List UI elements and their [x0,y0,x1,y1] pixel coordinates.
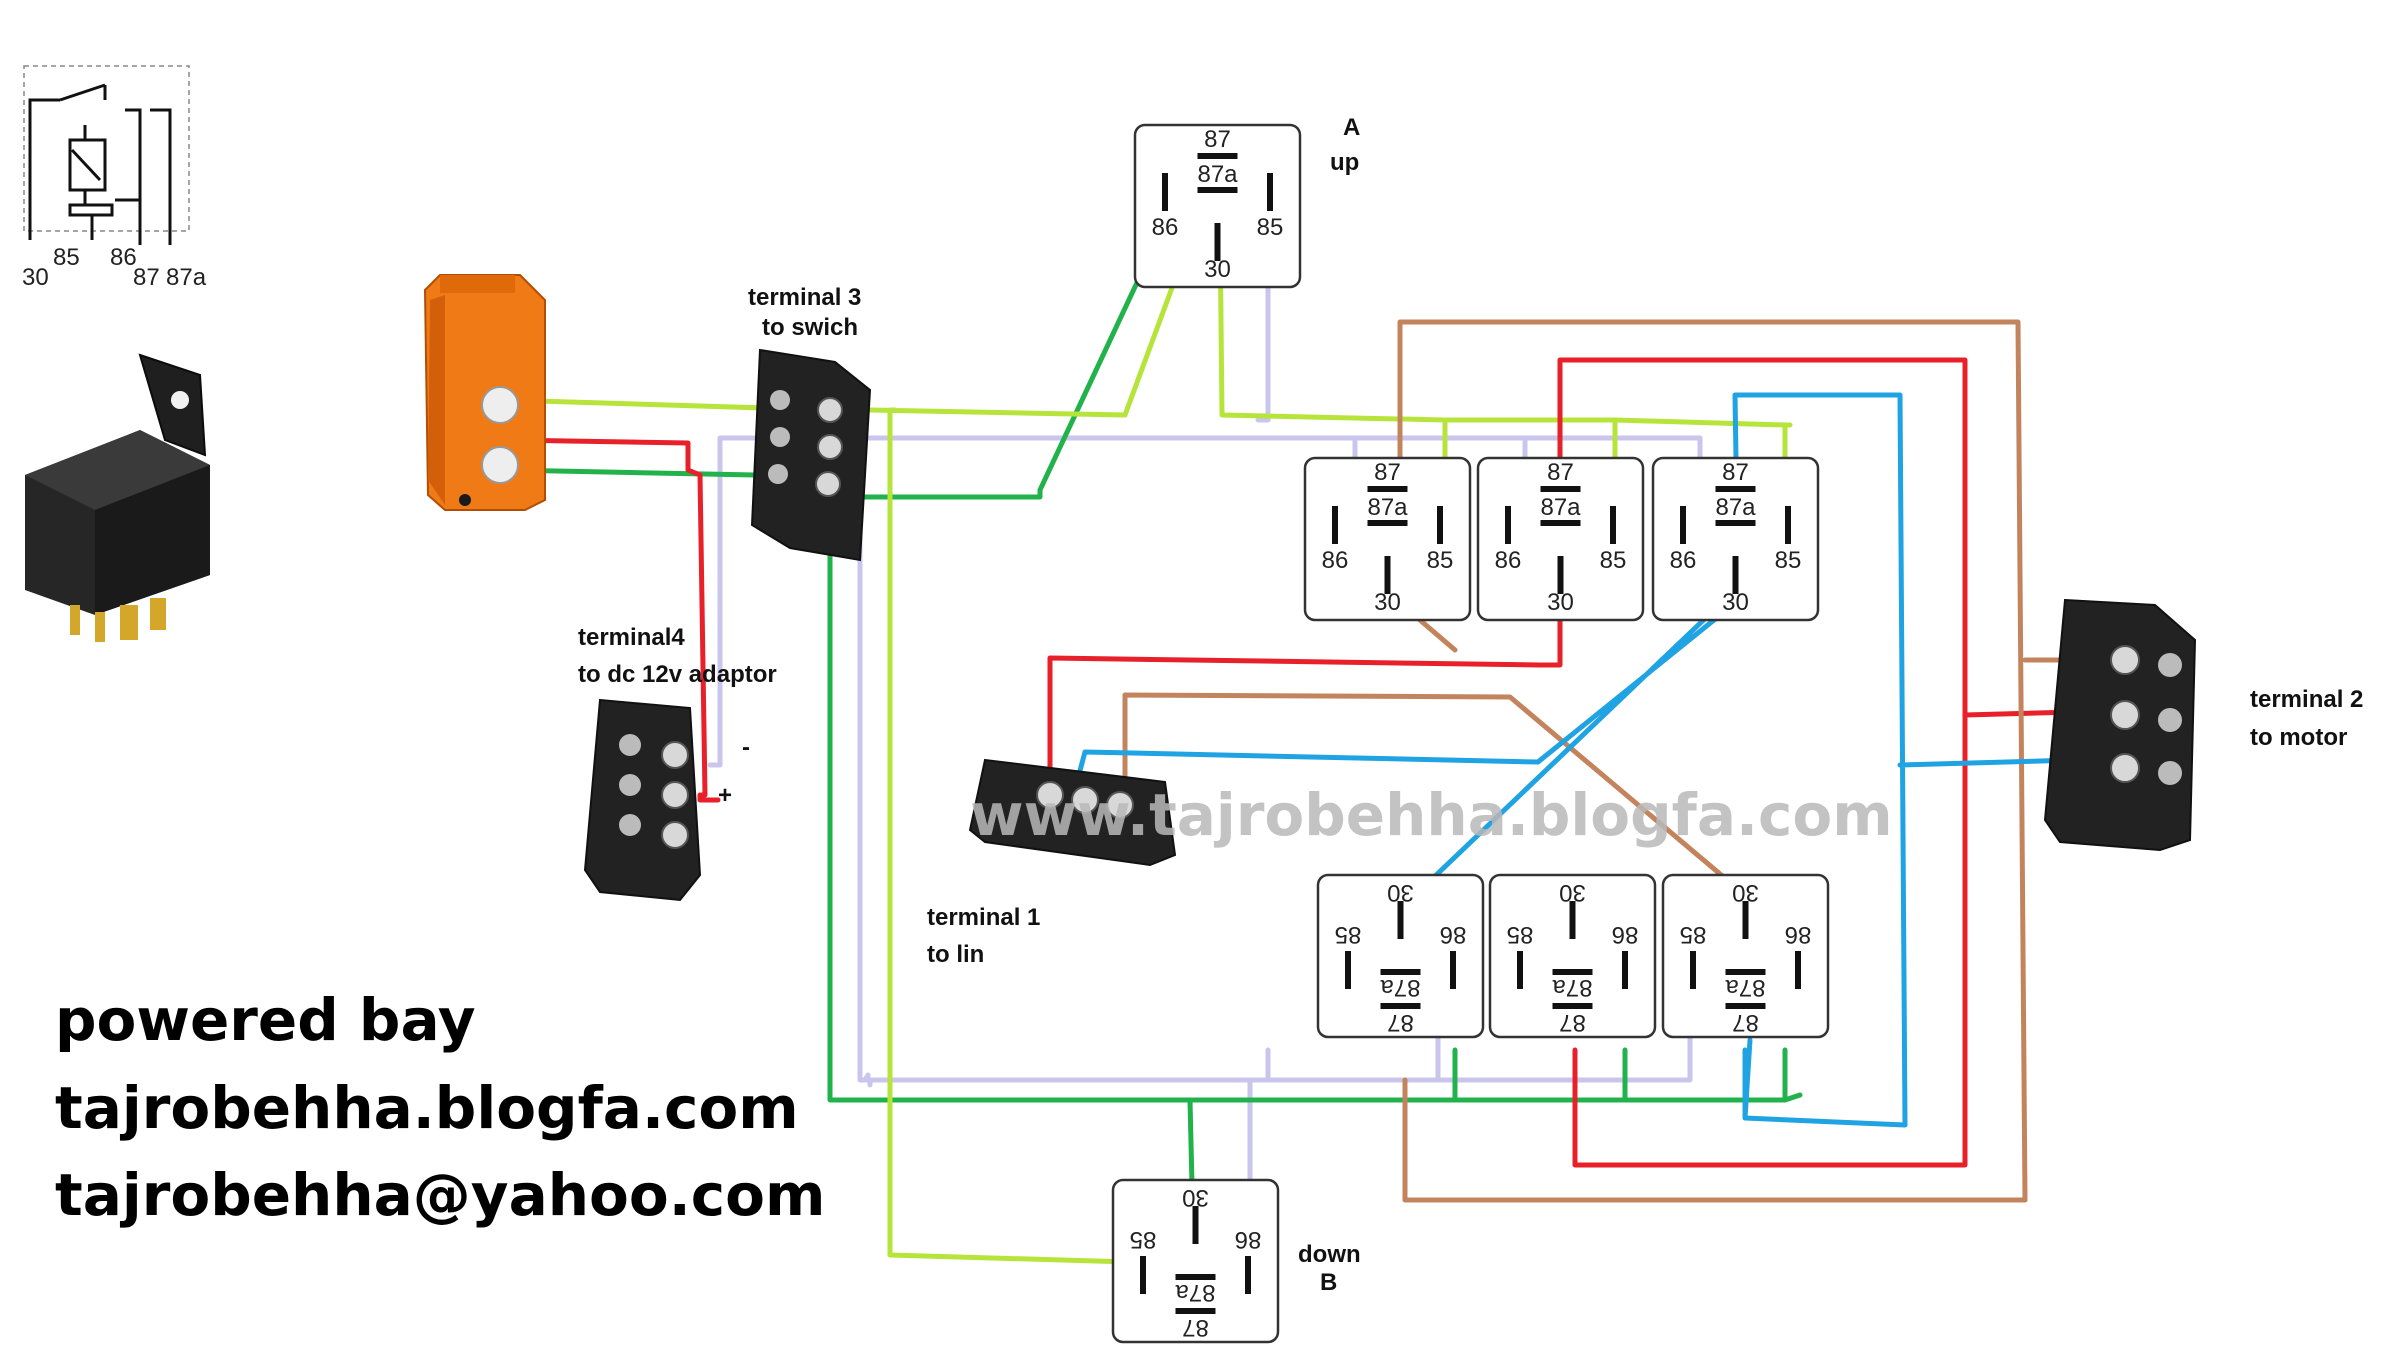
relay-lower-2-pin-87a: 87a [1552,974,1593,1001]
terminal3-subtitle: to swich [762,314,858,341]
relay-lower-3-pin-87a: 87a [1725,974,1766,1001]
terminal-block-4 [583,698,702,902]
relay-lower-3-pin-86: 86 [1785,921,1812,948]
legend-pin-86: 86 [110,244,137,271]
relay-upper-3: 87 87a 86 85 30 [1651,456,1820,622]
relay-photo-illustration [25,353,210,642]
relay-a-up-pin-87a: 87a [1197,161,1238,188]
legend-pin-87: 87 [133,264,160,291]
relay-upper-2-pin-86: 86 [1495,547,1522,574]
relay-lower-1-pin-87a: 87a [1380,974,1421,1001]
relay-lower-3-pin-30: 30 [1732,879,1759,906]
wire-green-main [502,177,1803,1213]
credits: powered bay tajrobehha.blogfa.com tajrob… [55,986,825,1229]
relay-b-down: 87 87a 86 85 30 [1111,1178,1280,1344]
relay-upper-2-pin-87a: 87a [1540,494,1581,521]
relay-lower-1-pin-85: 85 [1335,921,1362,948]
relay-upper-3-pin-85: 85 [1775,547,1802,574]
relay-a-word: up [1330,149,1359,176]
terminal4-minus: - [742,734,750,761]
terminal2-title: terminal 2 [2250,686,2363,713]
legend-pin-87a: 87a [166,264,207,291]
relay-lower-1: 87 87a 86 85 30 [1316,873,1485,1039]
relay-lower-3: 87 87a 86 85 30 [1661,873,1830,1039]
relay-upper-3-pin-30: 30 [1722,589,1749,616]
relay-upper-3-pin-87: 87 [1722,459,1749,486]
relay-b-word: down [1298,1241,1361,1268]
terminal4-title: terminal4 [578,624,685,651]
relay-upper-1-pin-85: 85 [1427,547,1454,574]
relay-upper-2-pin-85: 85 [1600,547,1627,574]
wire-lavender-main [707,170,1703,1313]
relay-a-up-pin-86: 86 [1152,214,1179,241]
relay-lower-1-pin-87: 87 [1387,1009,1414,1036]
relay-upper-2: 87 87a 86 85 30 [1476,456,1645,622]
labels: A up down B terminal 3 to swich terminal… [578,114,2363,1296]
relay-upper-3-pin-86: 86 [1670,547,1697,574]
relay-b-down-pin-87a: 87a [1175,1279,1216,1306]
relay-upper-1-pin-87a: 87a [1367,494,1408,521]
terminal4-subtitle: to dc 12v adaptor [578,661,777,688]
relay-b-down-pin-85: 85 [1130,1226,1157,1253]
relay-upper-2-pin-87: 87 [1547,459,1574,486]
wire-lime-main [502,182,1793,1265]
relay-a-up: 87 87a 86 85 30 [1133,123,1302,289]
relay-upper-2-pin-30: 30 [1547,589,1574,616]
relay-upper-1-pin-86: 86 [1322,547,1349,574]
credit-line-3: tajrobehha@yahoo.com [55,1161,825,1229]
relay-a-up-pin-85: 85 [1257,214,1284,241]
relay-b-letter: B [1320,1269,1337,1296]
relay-lower-2: 87 87a 86 85 30 [1488,873,1657,1039]
relay-upper-1-pin-87: 87 [1374,459,1401,486]
terminal2-subtitle: to motor [2250,724,2347,751]
credit-line-2: tajrobehha.blogfa.com [55,1074,799,1142]
relay-lower-2-pin-87: 87 [1559,1009,1586,1036]
terminal-block-3 [750,348,872,562]
relay-lower-2-pin-86: 86 [1612,921,1639,948]
wire-red-main [502,357,2078,1168]
relay-upper-1-pin-30: 30 [1374,589,1401,616]
relay-lower-1-pin-30: 30 [1387,879,1414,906]
relay-a-up-pin-30: 30 [1204,256,1231,283]
relay-schematic-legend: 30 85 86 87 87a [22,65,207,291]
credit-line-1: powered bay [55,986,476,1054]
terminal1-title: terminal 1 [927,904,1040,931]
legend-pin-30: 30 [22,264,49,291]
relay-upper-1: 87 87a 86 85 30 [1303,456,1472,622]
watermark: www.tajrobehha.blogfa.com [970,781,1893,849]
orange-switch-box [423,274,546,511]
terminal-block-1 [968,758,1177,867]
relay-b-down-pin-86: 86 [1235,1226,1262,1253]
relay-lower-2-pin-85: 85 [1507,921,1534,948]
terminal4-plus: + [718,782,732,809]
relay-lower-3-pin-85: 85 [1680,921,1707,948]
relay-b-down-pin-30: 30 [1182,1184,1209,1211]
relay-lower-2-pin-30: 30 [1559,879,1586,906]
relay-a-letter: A [1343,114,1360,141]
terminal3-title: terminal 3 [748,284,861,311]
legend-pin-85: 85 [53,244,80,271]
relays: 87 87a 86 85 30 87 87a 86 85 30 87 87a 86 85 30 87 87a 86… [1111,123,1830,1344]
relay-lower-3-pin-87: 87 [1732,1009,1759,1036]
relay-lower-1-pin-86: 86 [1440,921,1467,948]
wire-blue-main [1075,392,2078,1128]
relay-a-up-pin-87: 87 [1204,126,1231,153]
relay-b-down-pin-87: 87 [1182,1314,1209,1341]
terminal-block-2 [2043,598,2197,852]
relay-upper-3-pin-87a: 87a [1715,494,1756,521]
terminal1-subtitle: to lin [927,941,984,968]
